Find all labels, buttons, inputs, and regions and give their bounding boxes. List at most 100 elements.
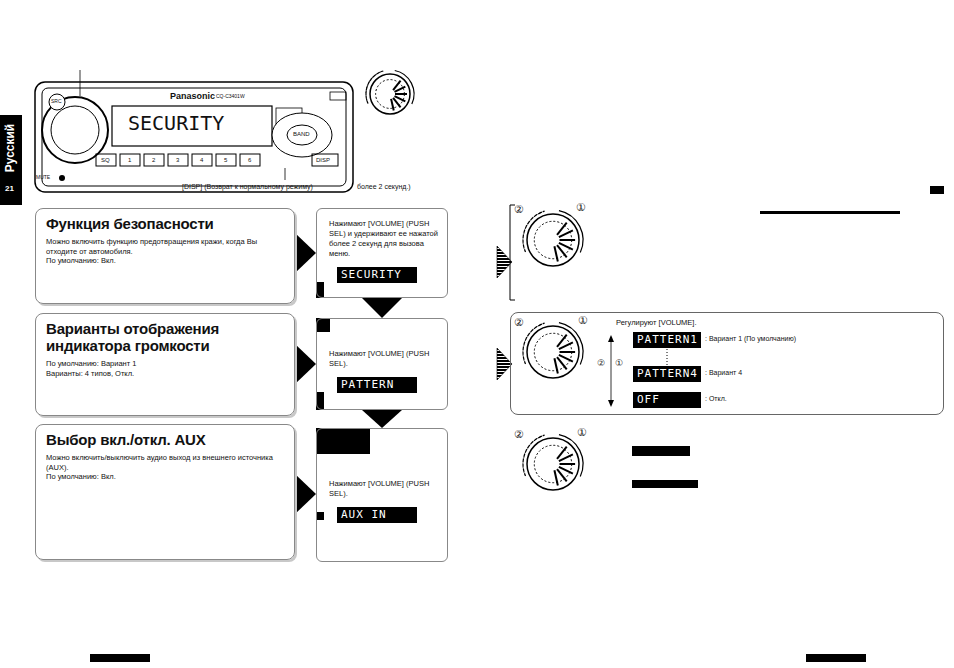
instruction-text: Нажимают [VOLUME] (PUSH SEL). [329,349,441,369]
decor-shape [312,154,338,166]
decor-shape [366,71,383,104]
decor-shape [51,106,99,154]
label-text: [DISP] (Возврат к нормальному режиму) [182,183,313,191]
knob-symbol [523,211,583,266]
block-arrow [362,298,402,318]
lcd-text: PATTERN1 [637,333,697,347]
label-text: 3 [176,157,179,164]
body-text: Можно включить функцию предотвращения кр… [46,237,284,256]
label-text: BAND [293,131,310,138]
decor-shape [930,186,944,194]
callout-number: ① [577,426,587,439]
block-arrow [295,233,316,273]
label-text: более 2 секунд.) [357,183,411,191]
decor-shape [168,154,188,166]
decor-shape [559,342,573,349]
decor-shape [554,358,557,373]
decor-shape [560,463,576,465]
decor-shape [527,214,579,266]
lcd-text: AUX IN [341,508,413,522]
decor-shape [316,512,324,520]
lcd-display: SECURITY [337,267,417,283]
decor-shape [559,454,573,461]
decor-shape [216,154,236,166]
label-text: SRC [51,99,62,105]
decor-shape [523,435,545,476]
decor-shape [559,211,583,253]
label-text: SECURITY [128,112,224,135]
lcd-display: PATTERN4 [633,366,701,382]
lcd-display: PATTERN [337,377,417,393]
callout-number: ① [615,358,623,368]
decor-shape [42,88,346,186]
label-text: 6 [248,157,251,164]
decor-shape [554,246,557,261]
decor-shape [120,154,140,166]
label-text: DISP [316,157,330,164]
decor-shape [316,318,330,332]
body-text: По умолчанию: Вкл. [46,472,284,482]
decor-shape [395,70,414,104]
decor-shape [59,175,65,181]
label-text: : Откл. [705,395,727,403]
decor-shape [667,349,668,365]
decor-shape [391,99,394,111]
decor-shape [144,154,164,166]
decor-shape [393,98,400,107]
lcd-text: OFF [637,393,697,407]
decor-shape [330,92,346,100]
adjust-panel: Регулируют [VOLUME]. PATTERN1PATTERN4OFF [510,312,944,415]
decor-shape [527,438,579,490]
decor-shape [554,470,557,485]
lcd-text: PATTERN [341,378,413,392]
decor-shape [316,392,324,410]
label-text: : Вариант 1 (По умолчанию) [705,335,796,343]
decor-shape [112,106,272,146]
callout-number: ② [514,203,524,216]
decor-shape [560,351,576,353]
instruction-text: Нажимают [VOLUME] (PUSH SEL). [329,479,441,499]
decor-shape [760,211,900,214]
decor-shape [90,654,150,662]
knob-symbol [523,323,583,378]
decor-shape [527,326,579,378]
lcd-display: OFF [633,392,701,408]
decor-shape [560,239,576,241]
decor-shape [497,246,512,278]
decor-shape [192,154,212,166]
decor-shape [608,400,614,407]
callout-number: ② [597,358,605,368]
label-text: Panasonic [170,91,215,101]
body-text: По умолчанию: Вкл. [46,256,284,266]
instruction-text: Нажимают [VOLUME] (PUSH SEL) и удерживаю… [329,219,441,259]
decor-shape [559,230,573,237]
decor-shape [395,87,406,92]
label-text: MUTE [36,175,50,181]
callout-number: ② [514,316,524,329]
knob-symbol [366,70,414,114]
callout-number: ② [514,428,524,441]
label-text: 4 [200,157,203,164]
instruction-text: Регулируют [VOLUME]. [616,318,935,328]
block-arrow [295,344,316,384]
decor-shape [632,446,690,456]
decor-shape [559,323,583,365]
step-box: Нажимают [VOLUME] (PUSH SEL) и удерживаю… [316,208,448,298]
body-text: По умолчанию: Вариант 1 [46,359,284,369]
lcd-display: AUX IN [337,507,417,523]
label-text: CQ-C3401W [216,94,245,100]
decor-shape [806,654,866,662]
language-tab [0,115,22,205]
decor-shape [49,94,65,110]
lcd-text: SECURITY [341,268,413,282]
feature-box: Выбор вкл./откл. AUXМожно включить/выклю… [35,424,295,560]
lcd-display: PATTERN1 [633,332,701,348]
decor-shape [608,335,614,342]
decor-shape [80,70,81,96]
callout-number: ① [576,201,586,214]
decor-shape [559,435,583,477]
step-box: Нажимают [VOLUME] (PUSH SEL). AUX IN [316,428,448,562]
decor-shape [557,469,567,481]
decor-shape [632,480,698,488]
callout-number: ① [578,314,588,327]
